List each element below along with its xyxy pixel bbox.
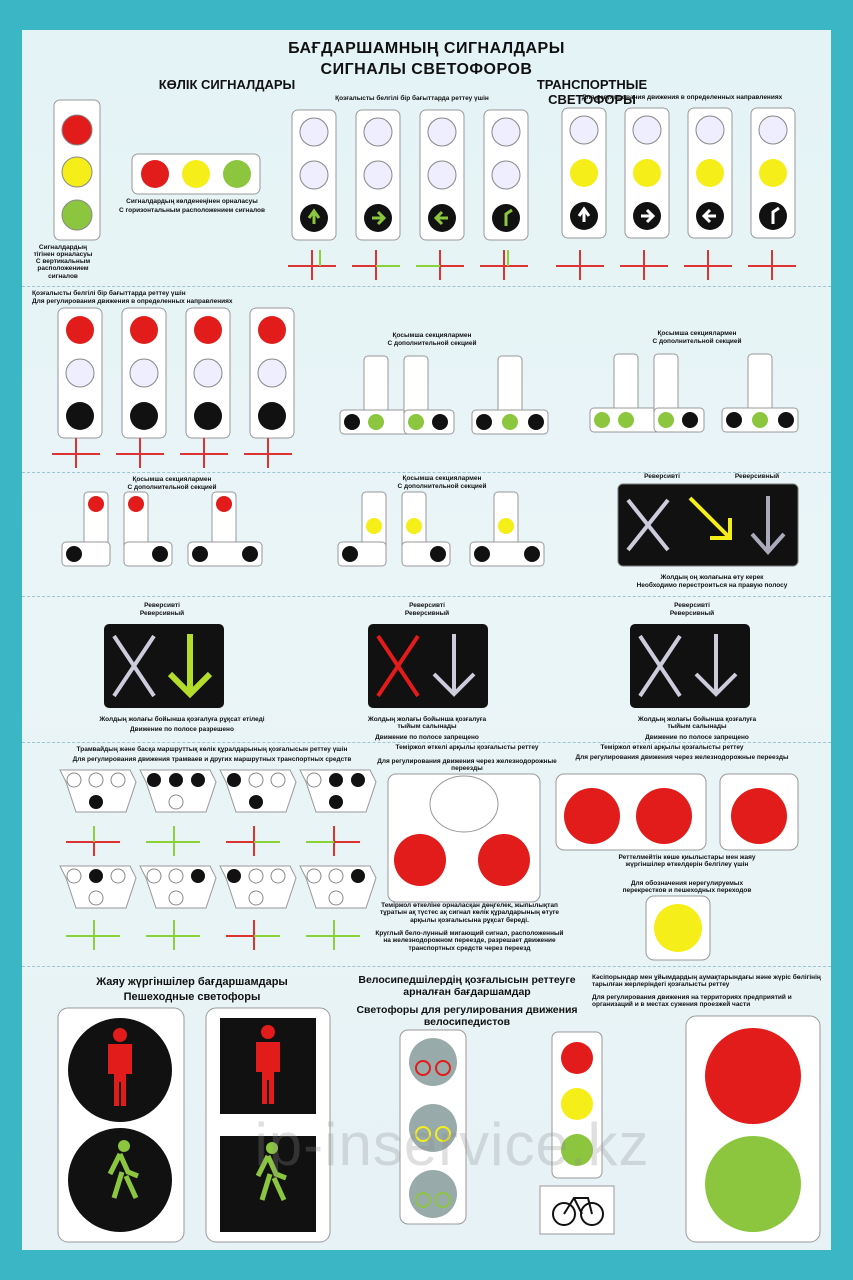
rail-caption-kz: Теміржол өткелі арқылы қозғалысты реттеу [395, 744, 539, 751]
horizontal-caption-ru: С горизонтальным расположением сигналов [119, 207, 265, 214]
forbidden2-kz: Жолдың жолағы бойынша қозғалуға тыйым са… [637, 716, 757, 731]
bicycle-light-2 [539, 1031, 615, 1235]
railway-crossing-light [387, 773, 541, 903]
direction-arrows-row1 [288, 250, 796, 280]
extra-section-yellow-lights [337, 491, 545, 567]
extra3-caption-kz: Қосымша секциялармен [132, 476, 212, 483]
unreg-caption-kz: Реттелмейтін көше қиылыстары мен жаяу жү… [618, 854, 756, 869]
directional-lights-yellow [561, 107, 796, 239]
unregulated-yellow-light [645, 895, 711, 961]
tram-caption-ru: Для регулирования движения трамваев и др… [72, 756, 352, 763]
title-ru: СИГНАЛЫ СВЕТОФОРОВ [320, 61, 533, 78]
directional-lights-red [57, 307, 295, 439]
forbidden2-ru: Движение по полосе запрещено [645, 734, 749, 741]
tram-caption-kz: Трамвайдың және басқа маршруттық көлік қ… [76, 746, 348, 753]
dir-caption-ru: Для регулирования движения в определенны… [581, 94, 783, 101]
additional-section-lights-a [339, 355, 549, 435]
rev-right-lane-kz: Жолдың оң жолағына өту керек [660, 574, 764, 581]
extra3b-caption-kz: Қосымша секциялармен [402, 475, 482, 482]
extra3-caption-ru: С дополнительной секцией [127, 484, 217, 491]
ent-caption-ru: Для регулирования движения на территория… [592, 994, 792, 1009]
watermark: ip-inservice.kz [254, 1111, 650, 1178]
rev4b-ru: Реверсивный [404, 610, 450, 617]
ped-title-ru: Пешеходные светофоры [123, 991, 261, 1003]
rev4b-kz: Реверсивті [409, 602, 445, 609]
pedestrian-light-round [57, 1007, 185, 1243]
rail2-caption-kz: Теміржол өткелі арқылы қозғалысты реттеу [600, 744, 744, 751]
bicycle-light-1 [399, 1029, 467, 1225]
enterprise-light [685, 1015, 821, 1243]
vertical-caption-kz: Сигналдардың тігінен орналасуы [33, 244, 93, 259]
reversible-forbidden-red [368, 624, 488, 708]
vertical-caption-ru: С вертикальным расположением сигналов [35, 258, 91, 280]
tram-arrows [66, 826, 360, 950]
allowed-ru: Движение по полосе разрешено [130, 726, 234, 733]
rail2-caption-ru: Для регулирования движения через железно… [575, 754, 789, 761]
separator [22, 472, 831, 473]
reversible-lane-signal-right [617, 483, 799, 567]
allowed-kz: Жолдың жолағы бойынша қозғалуға рұқсат е… [99, 716, 265, 723]
extra-caption-kz: Қосымша секциялармен [392, 332, 472, 339]
railway-crossing-light-2 [555, 773, 799, 851]
horizontal-caption-kz: Сигналдардың көлденеңінен орналасуы [126, 198, 258, 205]
forbidden-ru: Движение по полосе запрещено [375, 734, 479, 741]
bike-title-ru: Светофоры для регулирования движения вел… [356, 1004, 578, 1029]
traffic-lights-illustration [52, 99, 821, 1243]
pedestrian-light-square [205, 1007, 331, 1243]
horizontal-traffic-light [131, 153, 261, 195]
dir-caption-kz: Қозғалысты белгілі бір бағыттарда реттеу… [335, 95, 489, 102]
forbidden-kz: Жолдың жолағы бойынша қозғалуға тыйым са… [367, 716, 487, 731]
section-title-ru-transport: ТРАНСПОРТНЫЕ СВЕТОФОРЫ [536, 77, 648, 107]
ent-caption-kz: Кәсіпорындар мен ұйымдардың аумақтарында… [592, 974, 821, 989]
rev-caption-ru: Реверсивный [734, 473, 780, 480]
title-kz: БАҒДАРШАМНЫҢ СИГНАЛДАРЫ [288, 40, 565, 57]
reversible-allowed [104, 624, 224, 708]
poster: БАҒДАРШАМНЫҢ СИГНАЛДАРЫ СИГНАЛЫ СВЕТОФОР… [22, 30, 831, 1250]
unreg-caption-ru: Для обозначения нерегулируемых перекрест… [622, 880, 752, 895]
rev-right-lane-ru: Необходимо перестроиться на правую полос… [636, 582, 788, 589]
ped-title-kz: Жаяу жүргіншілер бағдаршамдары [96, 976, 288, 988]
rail-desc-ru: Круглый бело-лунный мигающий сигнал, рас… [375, 930, 564, 952]
dir2-caption-ru: Для регулирования движения в определенны… [32, 298, 233, 305]
additional-section-lights-b [589, 353, 799, 433]
tram-lights [59, 769, 377, 909]
extra-caption-kz-2: Қосымша секциялармен [657, 330, 737, 337]
separator [22, 966, 831, 967]
rail-caption-ru: Для регулирования движения через железно… [377, 758, 557, 773]
separator [22, 286, 831, 287]
extra-caption-ru-2: С дополнительной секцией [652, 338, 742, 345]
separator [22, 596, 831, 597]
dir2-caption-kz: Қозғалысты белгілі бір бағыттарда реттеу… [32, 290, 186, 297]
rev-caption-kz: Реверсивті [644, 473, 680, 480]
vertical-traffic-light [53, 99, 101, 241]
section-title-kz-transport: КӨЛІК СИГНАЛДАРЫ [158, 77, 296, 92]
rev4a-ru: Реверсивный [139, 610, 185, 617]
rev4a-kz: Реверсивті [144, 602, 180, 609]
rail-desc-kz: Теміржол өткеліне орналасқан дөңгелек, ж… [379, 902, 560, 924]
extra3b-caption-ru: С дополнительной секцией [397, 483, 487, 490]
direction-arrows-row2 [52, 438, 292, 468]
bike-title-kz: Велосипедшілердің қозғалысын реттеуге ар… [358, 974, 576, 999]
directional-lights-green [291, 109, 529, 241]
extra-section-red-lights [61, 491, 263, 567]
separator [22, 742, 831, 743]
extra-caption-ru: С дополнительной секцией [387, 340, 477, 347]
reversible-forbidden-white [630, 624, 750, 708]
rev4c-ru: Реверсивный [669, 610, 715, 617]
rev4c-kz: Реверсивті [674, 602, 710, 609]
